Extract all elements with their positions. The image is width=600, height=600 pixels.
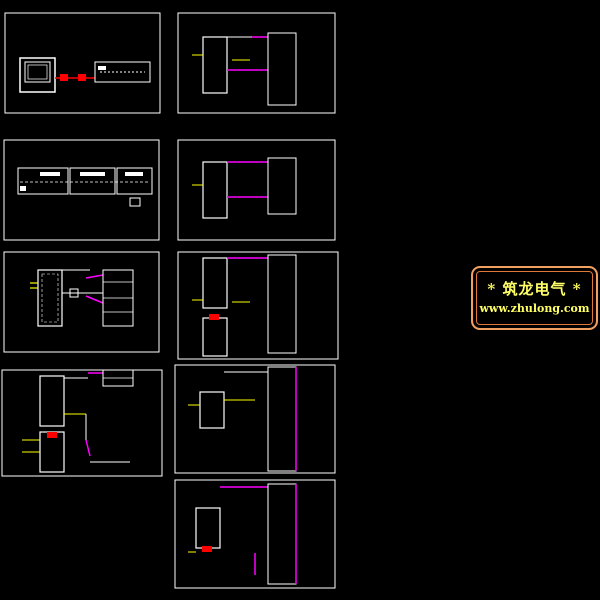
- sheet-frame: [177, 139, 336, 241]
- sheet-frame: [174, 479, 336, 589]
- controller-module-icon: [37, 269, 63, 327]
- sheet-frame: [4, 12, 161, 114]
- sheet-frame: [3, 139, 160, 241]
- sheet-2-rack-layout[interactable]: [3, 139, 160, 241]
- stamp-url: www.zhulong.com: [479, 302, 590, 315]
- sheet-frame: [177, 251, 339, 360]
- sheet-8-schematic[interactable]: [174, 364, 336, 474]
- rack-unit-icon: [17, 167, 69, 195]
- rack-unit-icon: [69, 167, 116, 195]
- terminal-block-icon: [267, 157, 297, 215]
- sheet-5-schematic[interactable]: [177, 12, 336, 114]
- sheet-4-dual-module[interactable]: [1, 369, 163, 477]
- controller-unit-icon: [94, 61, 151, 83]
- terminal-block-icon: [267, 32, 297, 106]
- sheet-3-io-wiring[interactable]: [3, 251, 160, 353]
- sheet-frame: [1, 369, 163, 477]
- terminal-block-icon: [267, 254, 297, 354]
- rack-unit-icon: [116, 167, 153, 195]
- zhulong-watermark-stamp: * 筑龙电气 * www.zhulong.com: [471, 266, 598, 330]
- sheet-frame: [3, 251, 160, 353]
- sheet-frame: [177, 12, 336, 114]
- controller-module-icon: [202, 161, 228, 219]
- controller-module-icon: [202, 36, 228, 94]
- controller-module-icon: [202, 257, 228, 309]
- stamp-title: * 筑龙电气 *: [487, 280, 582, 298]
- sheet-7-schematic[interactable]: [177, 251, 339, 360]
- monitor-icon: [19, 57, 56, 93]
- sheet-1-monitor-wiring[interactable]: [4, 12, 161, 114]
- controller-module-icon: [199, 391, 225, 429]
- controller-module-icon: [39, 375, 65, 427]
- sheet-9-schematic[interactable]: [174, 479, 336, 589]
- sheet-frame: [174, 364, 336, 474]
- sheet-6-schematic[interactable]: [177, 139, 336, 241]
